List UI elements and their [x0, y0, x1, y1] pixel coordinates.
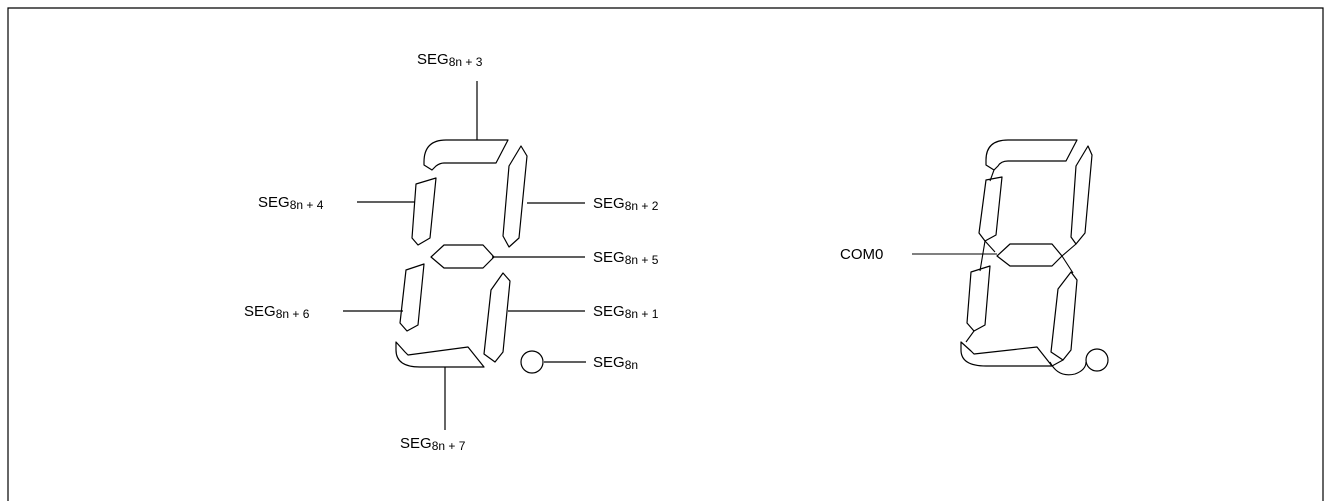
left-leaders [343, 81, 586, 430]
label-seg6: SEG8n + 6 [244, 303, 310, 321]
segment-upper-left [978, 176, 1003, 242]
segment-bottom [395, 341, 485, 368]
segment-upper-right [502, 145, 528, 248]
segment-middle [996, 243, 1063, 267]
segment-middle [430, 244, 495, 269]
left-digit [395, 139, 544, 374]
label-seg3: SEG8n + 3 [417, 51, 483, 69]
label-seg7: SEG8n + 7 [400, 435, 466, 453]
frame [7, 7, 1324, 501]
segment-upper-left [411, 177, 437, 246]
label-com0: COM0 [840, 246, 883, 263]
segment-dp [520, 350, 544, 374]
label-seg1: SEG8n + 1 [593, 303, 659, 321]
com-wiring [912, 169, 1087, 376]
segment-top [423, 139, 509, 171]
segment-top [985, 139, 1078, 171]
label-seg0: SEG8n [593, 354, 638, 372]
left-labels: SEG8n + 3 SEG8n + 4 SEG8n + 2 SEG8n + 5 … [244, 51, 659, 453]
segment-lower-left [399, 263, 425, 332]
label-seg2: SEG8n + 2 [593, 195, 659, 213]
segment-lower-left [966, 265, 991, 332]
segment-bottom [960, 341, 1053, 367]
label-seg4: SEG8n + 4 [258, 194, 324, 212]
segment-dp [1085, 348, 1109, 372]
label-seg5: SEG8n + 5 [593, 249, 659, 267]
segment-lower-right [1050, 271, 1078, 361]
segment-lower-right [483, 272, 511, 363]
segment-upper-right [1070, 145, 1093, 245]
